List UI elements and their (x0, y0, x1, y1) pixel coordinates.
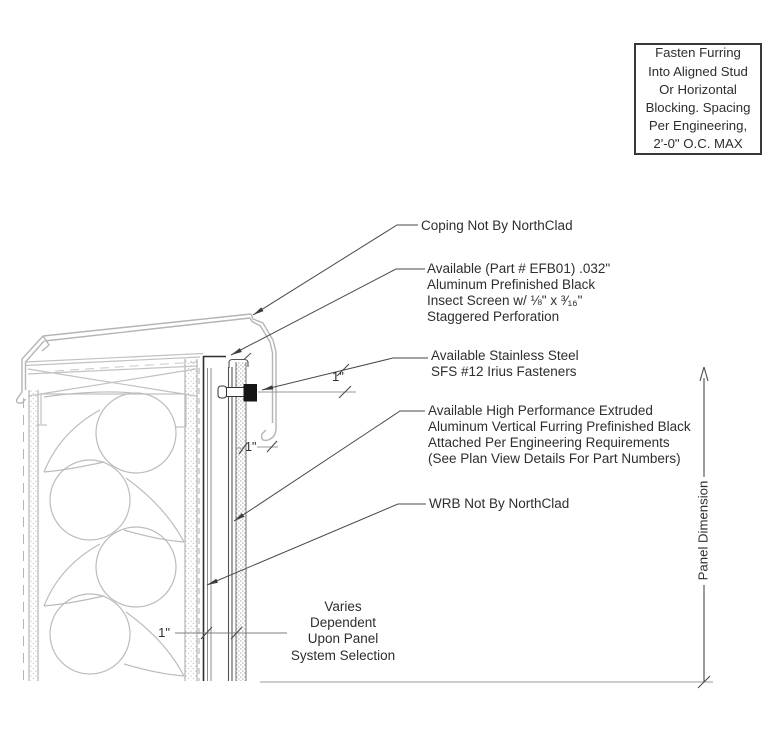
leader-screen (230, 268, 425, 356)
callout-coping: Coping Not By NorthClad (421, 218, 573, 233)
callout-furring: Available High Performance Extruded Alum… (428, 403, 691, 466)
sheathing-right (184, 359, 198, 681)
callout-fasteners: Available Stainless Steel SFS #12 Irius … (431, 348, 579, 379)
leader-furring (233, 410, 425, 522)
wrb-line (202, 355, 226, 681)
dim-coping-gap: 1" (245, 440, 257, 454)
leader-lines (206, 224, 428, 586)
coping-outline (15, 313, 277, 442)
furring-lines (227, 352, 252, 681)
note-line: Or Horizontal (659, 81, 737, 97)
sheathing-left (23, 390, 39, 681)
gap-lines (207, 368, 212, 681)
callout-insect-screen: Available (Part # EFB01) .032" Aluminum … (427, 261, 611, 324)
dim-fastener-offset: 1" (332, 369, 344, 384)
leader-fastener (261, 357, 428, 391)
leader-arrowheads (207, 307, 274, 585)
note-line: 2'-0" O.C. MAX (653, 136, 743, 152)
engineering-note-box: Fasten Furring Into Aligned Stud Or Hori… (634, 43, 762, 155)
dimension-coping-gap (236, 440, 278, 455)
fastener (217, 384, 257, 402)
note-line: Into Aligned Stud (648, 63, 748, 79)
dimension-cavity-depth (175, 626, 287, 640)
blocking-x-brace (24, 352, 204, 428)
note-line: Per Engineering, (648, 118, 748, 134)
note-line: Blocking. Spacing (645, 100, 751, 115)
hidden-line (54, 361, 198, 372)
callout-wrb: WRB Not By NorthClad (429, 496, 570, 511)
insulation-pattern (43, 391, 185, 677)
dimension-fastener-offset (258, 363, 356, 399)
varies-note: Varies Dependent Upon Panel System Selec… (290, 599, 396, 663)
dimension-panel-span (260, 366, 713, 689)
note-line: Fasten Furring (655, 45, 741, 61)
leader-wrb (206, 503, 426, 586)
leader-coping (252, 224, 418, 316)
panel-dimension-label: Panel Dimension (695, 480, 711, 581)
dim-cavity-depth: 1" (158, 625, 170, 640)
panel-hatch (235, 362, 247, 681)
